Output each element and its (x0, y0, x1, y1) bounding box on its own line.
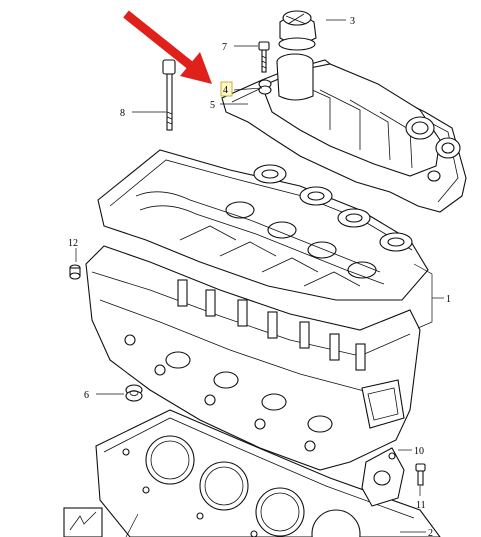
callout-2: 2 (428, 528, 433, 537)
coolant-flange-10[interactable] (361, 447, 405, 507)
callout-1: 1 (446, 294, 451, 305)
valve-cover[interactable] (221, 53, 467, 213)
head-gasket[interactable] (95, 409, 441, 537)
red-pointer-arrow (123, 10, 212, 84)
watermark-logo (63, 507, 139, 537)
callout-3: 3 (350, 16, 355, 27)
callout-4-highlight (220, 81, 233, 97)
leader-lines (75, 19, 444, 533)
callout-8: 8 (120, 108, 125, 119)
callout-4: 4 (223, 85, 228, 96)
callout-7: 7 (222, 42, 227, 53)
callout-labels: 3 7 4 5 8 12 1 6 10 11 2 (68, 16, 451, 537)
bolt-11[interactable] (415, 463, 426, 486)
dowel-pin-12[interactable] (69, 264, 81, 280)
camshaft-carrier[interactable] (97, 149, 429, 301)
oil-filler-cap[interactable] (278, 10, 317, 51)
callout-12: 12 (68, 238, 78, 249)
callout-11: 11 (416, 500, 426, 511)
callout-10: 10 (414, 446, 424, 457)
bolt-7[interactable] (258, 41, 270, 73)
grommet-4[interactable] (258, 79, 272, 95)
head-bolt-8[interactable] (162, 59, 176, 131)
seal-6[interactable] (125, 384, 143, 402)
callout-6: 6 (84, 390, 89, 401)
cylinder-head[interactable] (85, 245, 421, 471)
callout-5: 5 (210, 100, 215, 111)
